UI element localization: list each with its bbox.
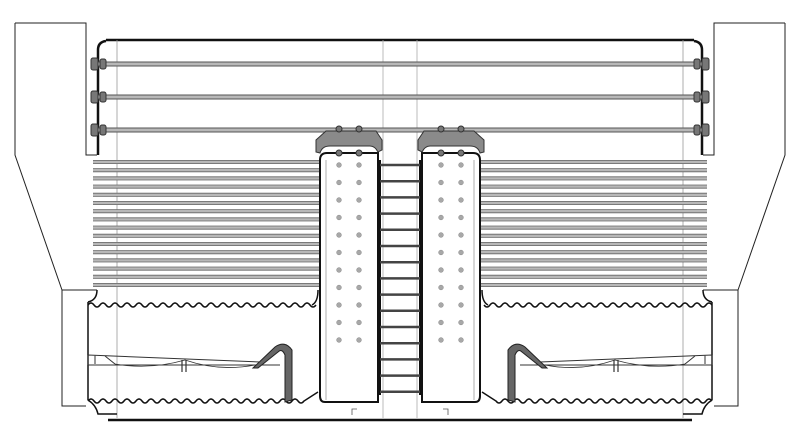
nut-icon [99,58,107,70]
perforation-dot [356,302,362,308]
small-bracket [351,408,357,415]
nut-icon [90,123,99,137]
perforation-dot [356,319,362,326]
tube-bundle [93,160,322,287]
nut-icon [90,90,99,104]
left-half [14,22,400,422]
perforation-dot [336,214,342,221]
lower-wavy-shell [87,391,319,404]
perforation-dot [356,197,362,203]
perforation-dot [336,232,342,238]
cap-bolt [335,149,343,157]
perforation-dot [336,267,342,273]
perforation-dot [336,302,342,308]
perforation-dot [356,267,362,273]
ladder-rungs [380,163,400,394]
right-half-mirror [400,23,785,420]
side-plate [96,39,107,155]
hook-plate [251,343,293,403]
shell-wall [87,289,117,415]
perforation-dot [336,162,342,168]
cap-bolt [355,149,363,157]
cap-bolt [335,125,343,133]
baffle-plate [87,354,280,366]
header-box [319,152,379,403]
nut-icon [90,57,99,71]
upper-wavy-shell [87,289,319,308]
baffle-curve [114,359,256,368]
perforation-dot [336,249,342,256]
perforation-dot [336,337,342,343]
perforation-dot [356,337,362,343]
perforation-dot [356,232,362,238]
perforation-dot [356,214,362,221]
perforation-dot [356,179,362,186]
perforation-dot [336,179,342,186]
outer-bracket [14,22,97,407]
perforation-dot [336,284,342,291]
support-clip [181,360,187,372]
header-cap [315,130,383,154]
nut-icon [99,124,107,136]
nut-icon [99,91,107,103]
perforation-dot [356,162,362,168]
header-perforations [336,162,362,343]
perforation-dot [336,319,342,326]
perforation-dot [356,284,362,291]
cap-bolt [355,125,363,133]
tie-rods [90,57,400,137]
perforation-dot [356,249,362,256]
perforation-dot [336,197,342,203]
